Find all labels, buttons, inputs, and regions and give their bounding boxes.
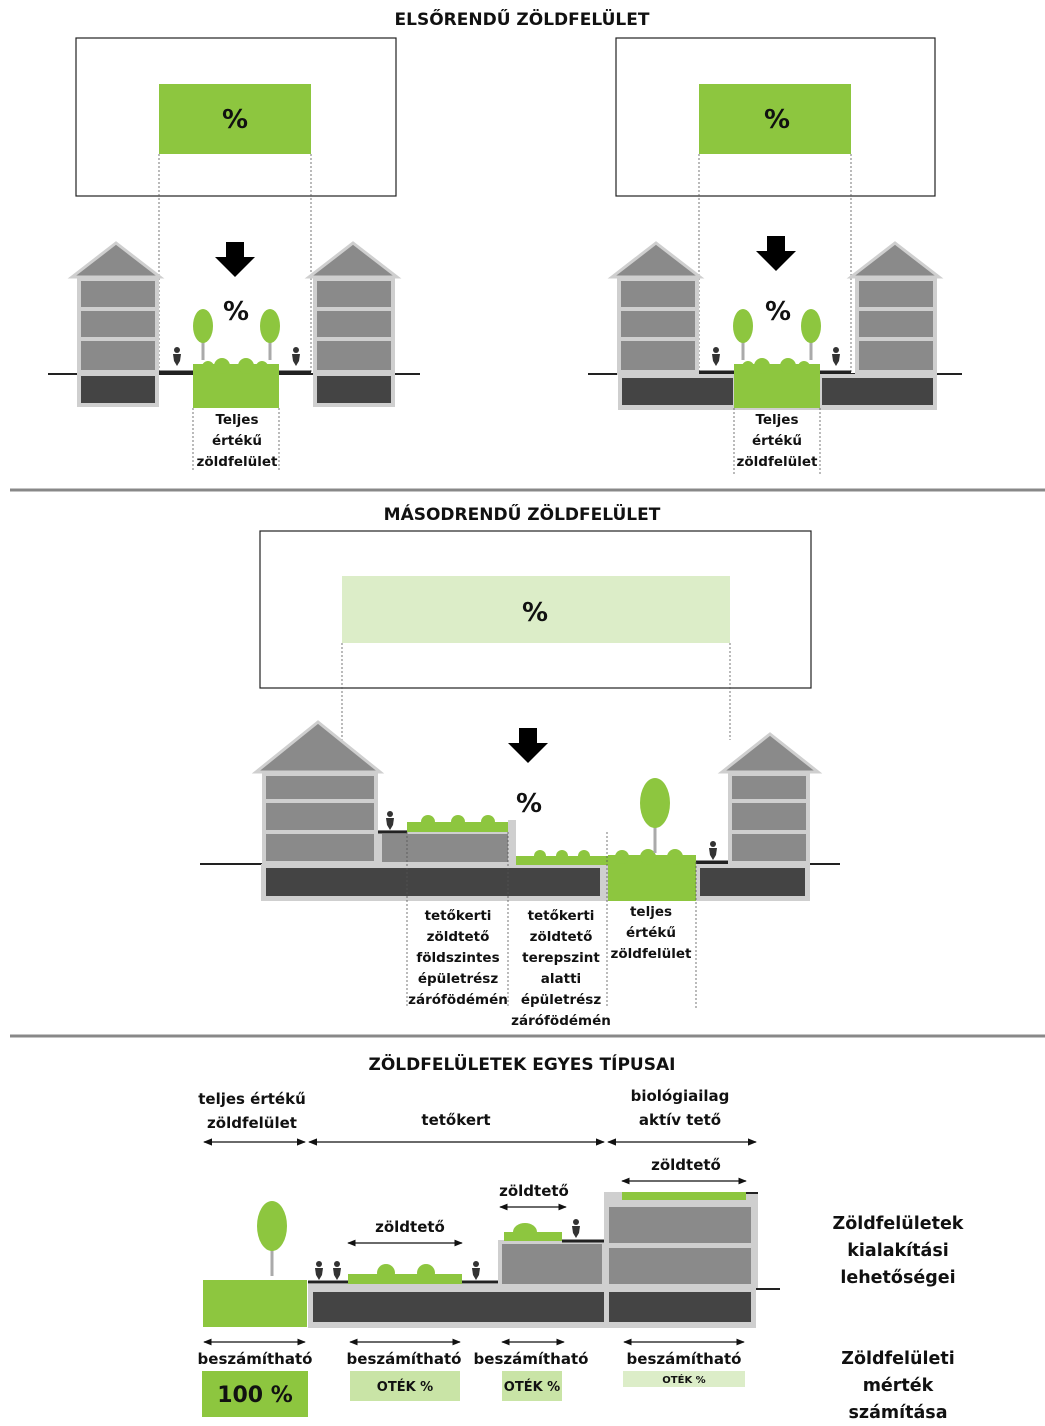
green-roof-label: zöldtető [651, 1156, 721, 1174]
svg-text:zöldtető: zöldtető [427, 929, 490, 945]
credit-label: beszámítható [474, 1350, 589, 1368]
tree-icon [799, 307, 823, 362]
label-full-value: teljes értékű zöldfelület [611, 904, 692, 962]
green-ratio-box [342, 576, 730, 643]
section2-title: MÁSODRENDŰ ZÖLDFELÜLET [384, 503, 661, 525]
down-arrow-icon [508, 728, 548, 763]
green-roof [622, 1192, 746, 1200]
green-ratio-box [159, 84, 311, 154]
percent-sign: % [223, 297, 249, 327]
credit-badge-text: OTÉK % [662, 1373, 705, 1386]
label-line: értékű [212, 433, 262, 449]
credit-badge-text: OTÉK % [377, 1379, 433, 1395]
person-icon [292, 347, 300, 366]
credit-label: beszámítható [627, 1350, 742, 1368]
tree-icon [731, 307, 755, 362]
side-label-options: kialakítási [847, 1241, 948, 1261]
category-full-value: zöldfelület [207, 1114, 297, 1132]
svg-text:zöldfelület: zöldfelület [611, 946, 692, 962]
svg-text:tetőkerti: tetőkerti [425, 908, 492, 924]
full-value-green-area [203, 1280, 307, 1327]
person-icon [333, 1261, 341, 1280]
svg-text:zárófödémén: zárófödémén [511, 1013, 611, 1029]
svg-text:zöldtető: zöldtető [530, 929, 593, 945]
side-label-calculation: számítása [848, 1403, 947, 1423]
person-icon [709, 841, 717, 860]
building-left [607, 241, 705, 375]
down-arrow-icon [756, 236, 796, 271]
credit-badge-text: 100 % [217, 1383, 293, 1408]
label-line: zöldfelület [737, 454, 818, 470]
building-left [67, 241, 165, 407]
person-icon [832, 347, 840, 366]
category-bio-roof: aktív tető [639, 1111, 721, 1129]
side-label-options: Zöldfelületek [833, 1214, 964, 1234]
credit-badge-text: OTÉK % [504, 1379, 560, 1395]
scene-secondary: % [200, 530, 840, 1029]
label-line: zöldfelület [197, 454, 278, 470]
svg-text:tetőkerti: tetőkerti [528, 908, 595, 924]
person-icon [572, 1219, 580, 1238]
credit-label: beszámítható [347, 1350, 462, 1368]
side-label-calculation: mérték [863, 1376, 934, 1396]
category-full-value: teljes értékű [198, 1090, 306, 1108]
green-ratio-box [699, 84, 851, 154]
tree-icon [638, 776, 672, 855]
percent-sign: % [522, 598, 548, 628]
tree-icon [191, 307, 215, 362]
person-icon [712, 347, 720, 366]
label-roof-underground: tetőkerti zöldtető terepszint alatti épü… [511, 908, 611, 1029]
category-bio-roof: biológiailag [631, 1087, 730, 1105]
credit-badge [202, 1371, 308, 1417]
scene-primary-right: % % [588, 37, 962, 475]
person-icon [386, 811, 394, 830]
person-icon [173, 347, 181, 366]
section3-title: ZÖLDFELÜLETEK EGYES TÍPUSAI [369, 1053, 676, 1075]
side-label-calculation: Zöldfelületi [841, 1349, 954, 1369]
svg-text:értékű: értékű [626, 925, 676, 941]
credit-badge [623, 1371, 745, 1387]
svg-text:épületrész: épületrész [521, 992, 602, 1008]
building-right [304, 241, 402, 407]
green-roof-label: zöldtető [375, 1218, 445, 1236]
side-label-options: lehetőségei [840, 1268, 955, 1288]
green-roof [348, 1274, 462, 1284]
svg-text:terepszint: terepszint [522, 950, 600, 966]
label-line: Teljes [215, 412, 258, 428]
tree-icon [255, 1199, 289, 1278]
scene-primary-left: % [48, 37, 420, 472]
svg-text:alatti: alatti [541, 971, 581, 987]
scene-types: teljes értékű zöldfelület tetőkert bioló… [198, 1087, 964, 1423]
percent-sign: % [516, 789, 542, 819]
person-icon [472, 1261, 480, 1280]
person-icon [315, 1261, 323, 1280]
credit-badge [350, 1371, 460, 1401]
down-arrow-icon [215, 242, 255, 277]
label-line: Teljes [755, 412, 798, 428]
building-right [846, 241, 944, 375]
percent-sign: % [222, 105, 248, 135]
label-line: értékű [752, 433, 802, 449]
green-roof-label: zöldtető [499, 1182, 569, 1200]
credit-label: beszámítható [198, 1350, 313, 1368]
svg-text:teljes: teljes [630, 904, 672, 920]
svg-text:épületrész: épületrész [418, 971, 499, 987]
percent-sign: % [764, 105, 790, 135]
tree-icon [258, 307, 282, 362]
category-roof-garden: tetőkert [421, 1111, 490, 1129]
svg-text:zárófödémén: zárófödémén [408, 992, 508, 1008]
credit-badge [502, 1371, 562, 1401]
svg-text:földszintes: földszintes [416, 950, 499, 966]
percent-sign: % [765, 297, 791, 327]
label-roof-ground-floor: tetőkerti zöldtető földszintes épületrés… [408, 908, 508, 1008]
section1-title: ELSŐRENDŰ ZÖLDFELÜLET [395, 8, 650, 30]
